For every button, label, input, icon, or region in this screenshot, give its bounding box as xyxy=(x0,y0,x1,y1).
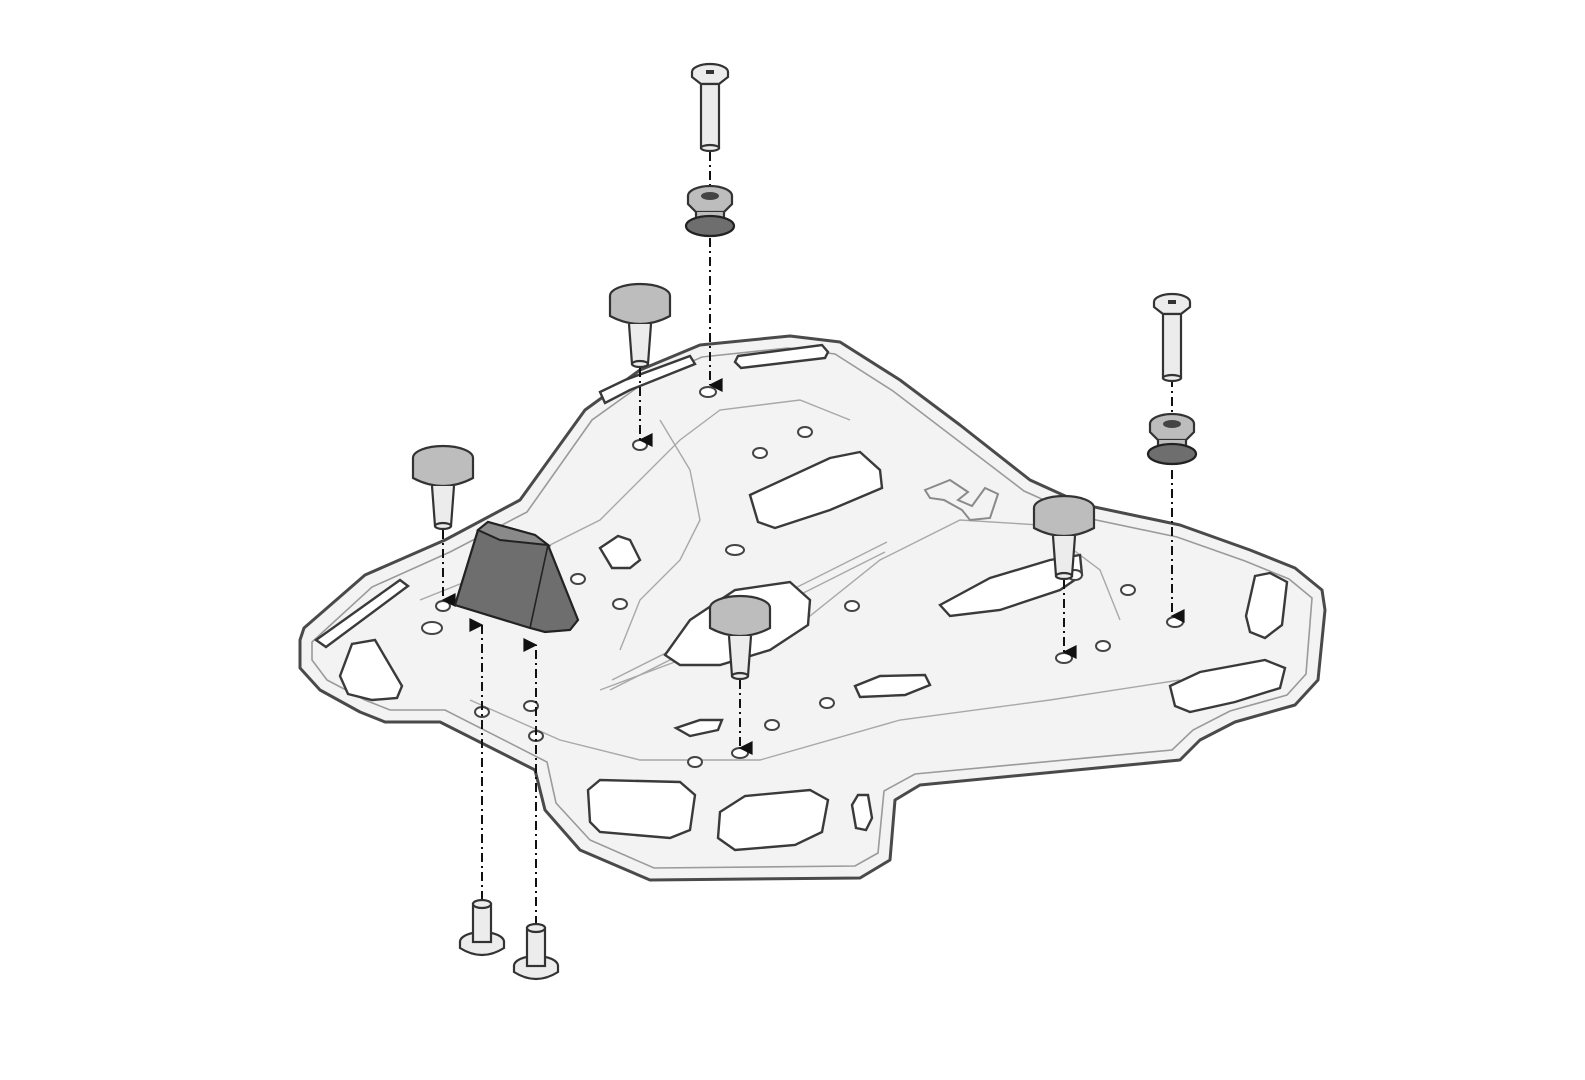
knob-body xyxy=(608,296,672,326)
hole xyxy=(632,439,648,451)
plate-outline xyxy=(298,334,1327,882)
cutout-mid-front xyxy=(853,673,932,699)
hole xyxy=(421,621,443,635)
hole xyxy=(1120,584,1136,596)
knob-stem xyxy=(627,323,653,366)
cutout-front-left xyxy=(586,778,697,840)
mounting-knob xyxy=(411,444,475,531)
cutout-mid-left xyxy=(598,534,642,570)
cutout-right-front-handle xyxy=(1168,658,1287,714)
hole xyxy=(523,700,539,712)
knob-body xyxy=(708,608,772,638)
bolt-tip xyxy=(699,143,721,153)
hole xyxy=(435,600,451,612)
top-bolt xyxy=(1152,292,1192,383)
knob-body xyxy=(411,458,475,488)
knob-stem xyxy=(1051,535,1077,578)
brand-logo-emboss xyxy=(923,478,1000,522)
plate-groove-front xyxy=(469,679,1181,761)
top-bolt xyxy=(690,62,730,153)
hole xyxy=(570,573,586,585)
spacer-base xyxy=(1146,442,1198,466)
hole xyxy=(731,747,749,759)
cutout-rear-left-slot xyxy=(598,354,697,405)
adapter-plate xyxy=(298,334,1327,882)
hole xyxy=(1095,640,1111,652)
spacer-bore xyxy=(1163,420,1181,428)
hole xyxy=(797,426,813,438)
hole xyxy=(844,600,860,612)
bolt-tip xyxy=(1161,373,1183,383)
spacer-base xyxy=(684,214,736,238)
hole xyxy=(764,719,780,731)
hole xyxy=(687,756,703,768)
assembly-leaders xyxy=(441,152,1185,925)
bolt-shank xyxy=(1161,312,1183,380)
cutout-left-slot xyxy=(313,578,411,649)
bolt-tip xyxy=(525,922,547,934)
bolt-shank xyxy=(471,902,493,944)
wedge-block xyxy=(453,520,580,634)
cutout-right-handle xyxy=(1244,571,1289,640)
mounting-knob xyxy=(1032,494,1096,581)
spacer-bore xyxy=(701,192,719,200)
cutout-front-small xyxy=(850,793,874,832)
cutout-center-large xyxy=(748,450,884,530)
bolt-head-side xyxy=(458,942,506,957)
knob-stem xyxy=(727,635,753,678)
hole xyxy=(699,386,717,398)
mounting-knob xyxy=(708,594,772,681)
wedge-top-face xyxy=(476,520,552,547)
cutout-left-handle xyxy=(338,638,404,702)
hex-socket-icon xyxy=(1168,300,1176,304)
bolt-shank xyxy=(699,82,721,150)
bottom-bolt xyxy=(458,898,506,957)
knob-tip xyxy=(433,521,453,531)
plate-groove-rear xyxy=(619,419,701,651)
knob-tip xyxy=(730,671,750,681)
bottom-bolt xyxy=(512,922,560,981)
bolt-shank xyxy=(525,926,547,968)
spacer-rubber xyxy=(1146,412,1198,466)
hole xyxy=(819,697,835,709)
hole xyxy=(725,544,745,556)
cutout-front-center xyxy=(716,788,830,852)
cutout-small-front xyxy=(673,718,724,738)
hole xyxy=(1055,652,1073,664)
knob-tip xyxy=(630,359,650,369)
wedge-edge xyxy=(529,544,549,629)
spacer-rubber xyxy=(684,184,736,238)
knob-stem xyxy=(430,485,456,528)
bolt-tip xyxy=(471,898,493,910)
cutout-rear-handle xyxy=(733,343,830,370)
knob-body xyxy=(1032,508,1096,538)
hex-socket-icon xyxy=(706,70,714,74)
mounting-knob xyxy=(608,282,672,369)
knob-tip xyxy=(1054,571,1074,581)
hole xyxy=(752,447,768,459)
hole xyxy=(612,598,628,610)
hole xyxy=(1166,616,1184,628)
bolt-head-side xyxy=(512,966,560,981)
